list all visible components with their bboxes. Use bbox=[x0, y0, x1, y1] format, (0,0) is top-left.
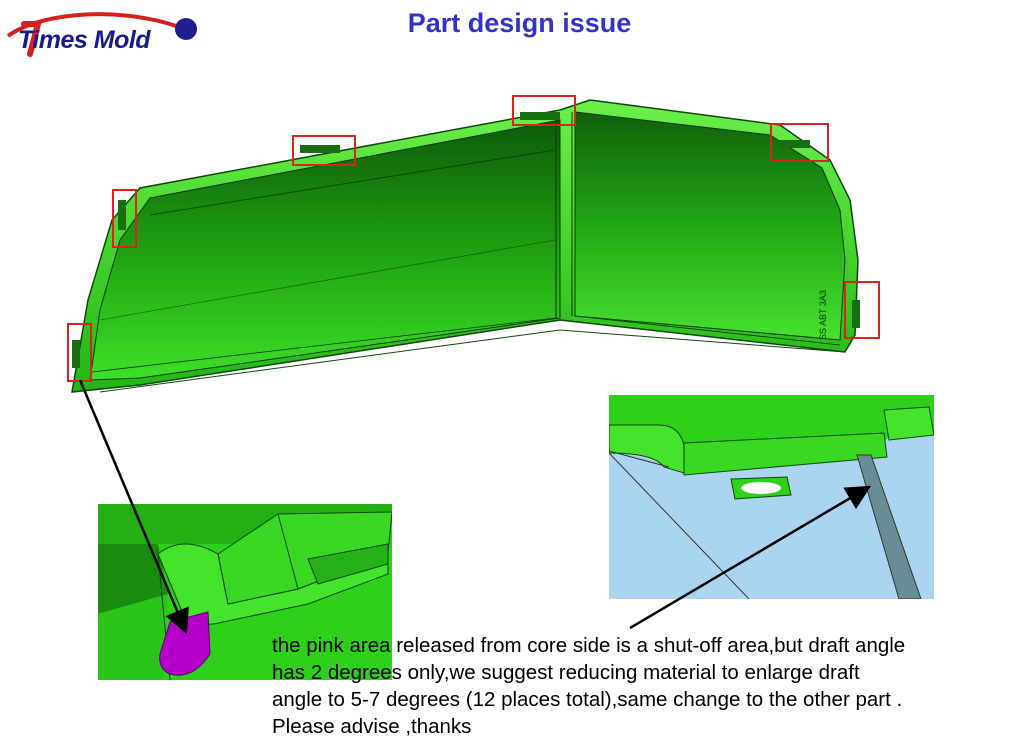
highlight-box bbox=[770, 123, 829, 162]
closeup-mold-detail bbox=[609, 395, 934, 599]
highlight-box bbox=[112, 189, 137, 248]
part-marking: SS ABT 3A3 bbox=[818, 290, 828, 340]
logo-text: Times Mold bbox=[18, 26, 151, 54]
logo-dot-icon bbox=[175, 18, 197, 40]
page-title: Part design issue bbox=[407, 8, 632, 38]
highlight-box bbox=[844, 281, 880, 339]
logo-swoosh-icon bbox=[6, 12, 177, 57]
issue-description: the pink area released from core side is… bbox=[272, 634, 906, 738]
highlight-box bbox=[512, 95, 576, 126]
part-right-face bbox=[574, 111, 846, 341]
times-mold-logo: Times Mold bbox=[4, 6, 200, 60]
highlight-boxes bbox=[67, 95, 880, 382]
highlight-box bbox=[292, 135, 356, 166]
